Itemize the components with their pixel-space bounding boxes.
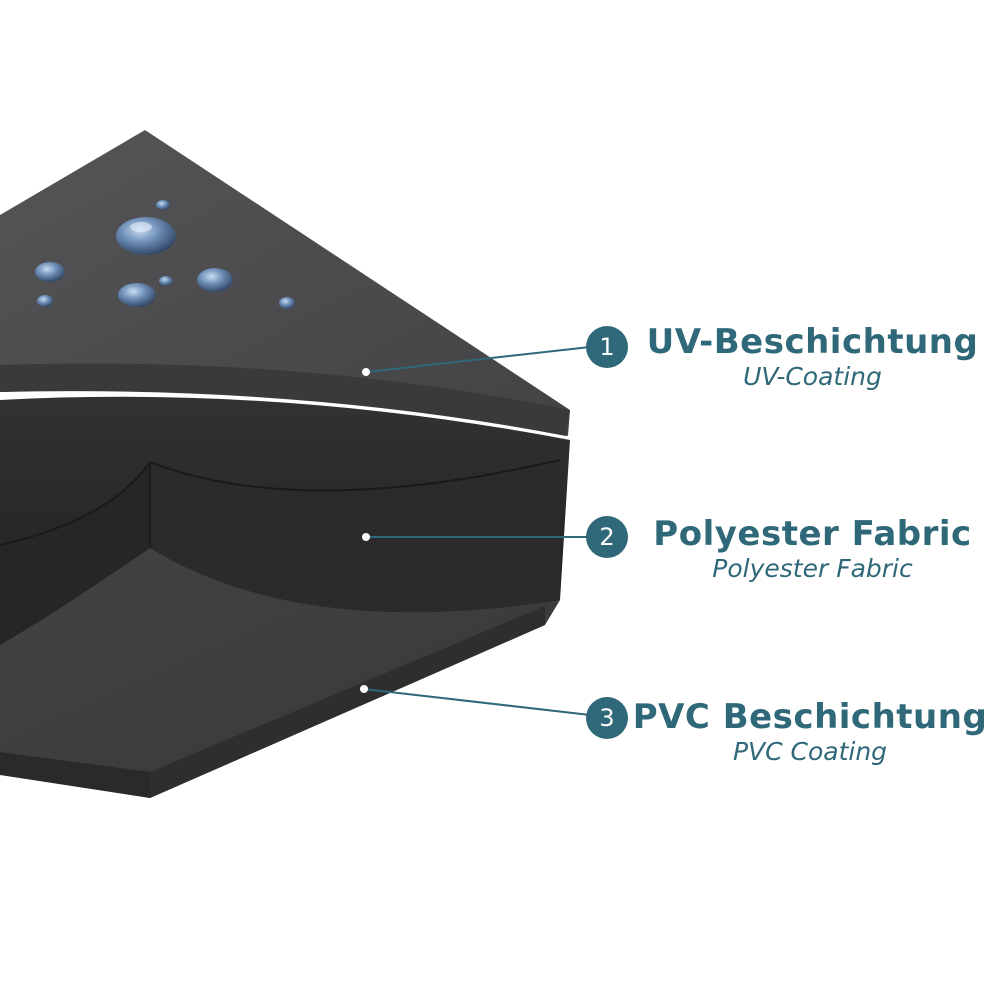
layer-subtitle-2: Polyester Fabric xyxy=(640,554,985,584)
layer-number-badge-3: 3 xyxy=(586,697,628,739)
layer-label-3: PVC Beschichtung PVC Coating xyxy=(630,697,990,767)
leader-dot xyxy=(362,533,370,541)
layer-title-1: UV-Beschichtung xyxy=(640,322,985,362)
layer-title-3: PVC Beschichtung xyxy=(630,697,990,737)
uv-layer xyxy=(0,130,570,436)
leader-dot xyxy=(360,685,368,693)
layer-label-1: UV-Beschichtung UV-Coating xyxy=(640,322,985,392)
layer-title-2: Polyester Fabric xyxy=(640,514,985,554)
layer-number-badge-2: 2 xyxy=(586,516,628,558)
layer-number-badge-1: 1 xyxy=(586,326,628,368)
leader-dot xyxy=(362,368,370,376)
layer-label-2: Polyester Fabric Polyester Fabric xyxy=(640,514,985,584)
layer-subtitle-3: PVC Coating xyxy=(630,737,990,767)
layer-subtitle-1: UV-Coating xyxy=(640,362,985,392)
